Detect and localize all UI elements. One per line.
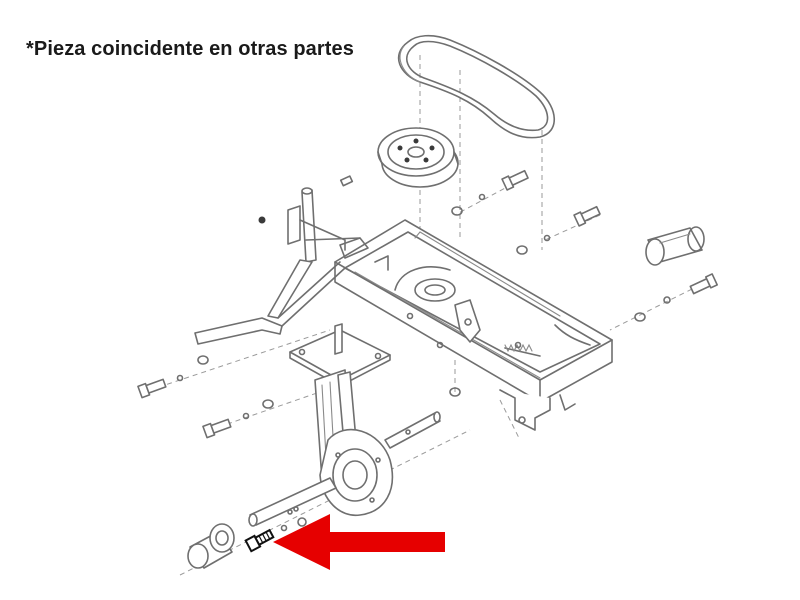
right-fasteners xyxy=(634,273,718,322)
handle-bar xyxy=(194,187,369,345)
frame-plate xyxy=(334,219,613,431)
left-fasteners xyxy=(137,355,461,439)
pulley xyxy=(377,127,459,188)
highlighted-bolt xyxy=(244,528,275,553)
axle-shaft xyxy=(248,411,441,532)
gearbox xyxy=(289,323,394,517)
upper-fasteners xyxy=(258,169,601,255)
parts-note: *Pieza coincidente en otras partes xyxy=(26,38,354,60)
drive-belt xyxy=(397,34,555,139)
bushing xyxy=(645,226,705,266)
axle-hub xyxy=(187,523,235,569)
red-pointer-arrow xyxy=(273,514,445,570)
